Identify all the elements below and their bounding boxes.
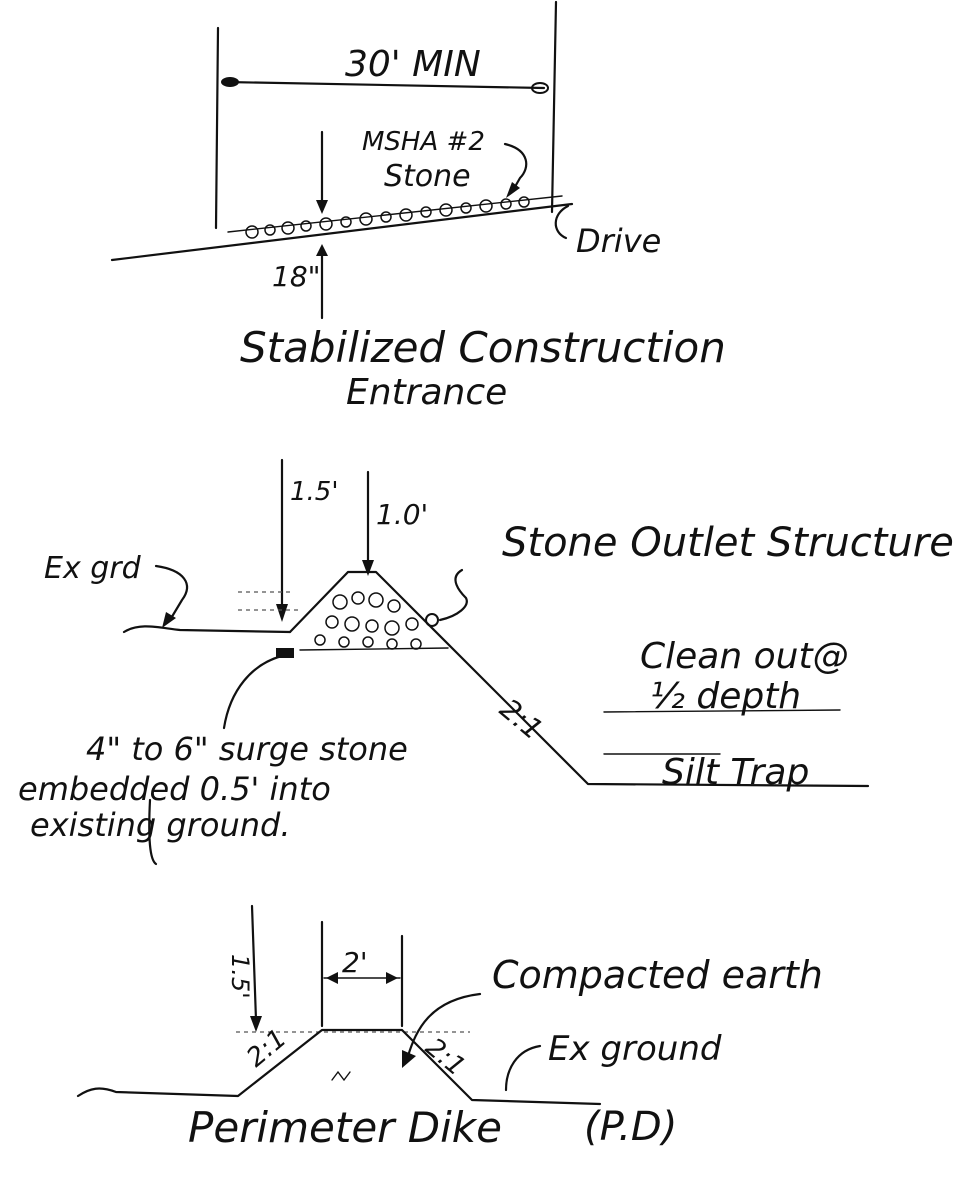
dike-slope-left-label: 2:1 bbox=[241, 1023, 292, 1073]
stone-label-line2: Stone bbox=[384, 159, 471, 194]
entrance-ground-line bbox=[110, 202, 574, 262]
silt-trap-label: Silt Trap bbox=[662, 752, 809, 793]
entrance-left-extension-line bbox=[214, 26, 220, 230]
drive-label: Drive bbox=[576, 222, 661, 260]
outlet-dim-left-label: 1.5' bbox=[290, 477, 339, 507]
dike-width-arrow-right-icon bbox=[386, 972, 398, 984]
compacted-earth-arrow-icon bbox=[402, 1050, 416, 1068]
outlet-left-arrow-icon bbox=[276, 604, 288, 622]
surge-stone-note-line2: embedded 0.5' into bbox=[18, 770, 331, 808]
dike-width-arrow-left-icon bbox=[326, 972, 338, 984]
embedded-stone-block bbox=[276, 648, 294, 658]
outlet-detail: 1.5' 1.0' bbox=[18, 458, 954, 866]
dike-detail: 1.5' 2' 2:1 2:1 Compacted earth Ex groun… bbox=[76, 904, 823, 1152]
outlet-structure-leader-line bbox=[438, 568, 468, 622]
outlet-structure-leader-dot-icon bbox=[425, 613, 439, 627]
outlet-structure-profile bbox=[288, 570, 870, 788]
outlet-dim-top-label: 1.0' bbox=[376, 498, 428, 531]
ex-grade-leader-arrow-icon bbox=[162, 612, 176, 628]
stone-fill-texture bbox=[245, 196, 530, 239]
dike-height-label: 1.5' bbox=[226, 954, 254, 999]
outlet-stone-texture bbox=[314, 591, 422, 650]
outlet-structure-label: Stone Outlet Structure bbox=[502, 520, 954, 566]
dike-height-dimension-line bbox=[250, 904, 258, 1022]
entrance-title-line1: Stabilized Construction bbox=[240, 323, 726, 372]
surge-stone-note-line3: existing ground. bbox=[30, 806, 290, 844]
depth-label: 18" bbox=[272, 260, 321, 293]
ex-ground-leader-line bbox=[504, 1044, 542, 1092]
stone-leader-arrow-icon bbox=[506, 182, 520, 198]
compacted-earth-label: Compacted earth bbox=[492, 953, 823, 997]
dike-top-width-label: 2' bbox=[342, 946, 368, 979]
dike-height-arrow-icon bbox=[250, 1016, 262, 1032]
ex-ground-label: Ex ground bbox=[548, 1029, 722, 1069]
dimension-arrow-right-icon bbox=[531, 82, 549, 94]
surge-stone-bracket bbox=[148, 798, 158, 866]
surge-stone-leader-line bbox=[222, 654, 284, 730]
ex-grade-label: Ex grd bbox=[44, 551, 142, 586]
dike-profile bbox=[76, 1028, 602, 1106]
dike-title: Perimeter Dike bbox=[188, 1103, 502, 1152]
depth-top-arrow-icon bbox=[316, 200, 328, 214]
clean-out-label-line1: Clean out@ bbox=[640, 636, 849, 677]
dike-center-mark bbox=[331, 1070, 351, 1082]
outlet-top-arrow-icon bbox=[362, 560, 374, 576]
entrance-detail: 30' MIN MSHA #2 Stone Dri bbox=[110, 0, 726, 413]
outlet-existing-ground-line bbox=[122, 625, 292, 634]
clean-out-level-line bbox=[603, 709, 841, 713]
stone-leader-line bbox=[503, 142, 528, 194]
stone-label-line1: MSHA #2 bbox=[362, 127, 485, 157]
entrance-right-extension-line bbox=[550, 0, 558, 214]
ex-grade-leader-line bbox=[154, 564, 188, 622]
entrance-length-label: 30' MIN bbox=[345, 44, 481, 85]
surge-stone-note-line1: 4" to 6" surge stone bbox=[86, 730, 408, 768]
dike-abbrev: (P.D) bbox=[584, 1104, 677, 1150]
dimension-arrow-left-icon bbox=[221, 77, 239, 87]
compacted-earth-leader-line bbox=[406, 992, 482, 1058]
entrance-title-line2: Entrance bbox=[346, 372, 507, 413]
dike-slope-right-label: 2:1 bbox=[420, 1032, 471, 1082]
drive-leader-line bbox=[554, 204, 570, 240]
depth-bottom-arrow-icon bbox=[316, 244, 328, 256]
stone-layer-top-line bbox=[227, 195, 563, 233]
outlet-base-line bbox=[299, 647, 449, 651]
entrance-length-dimension-line bbox=[224, 80, 546, 90]
